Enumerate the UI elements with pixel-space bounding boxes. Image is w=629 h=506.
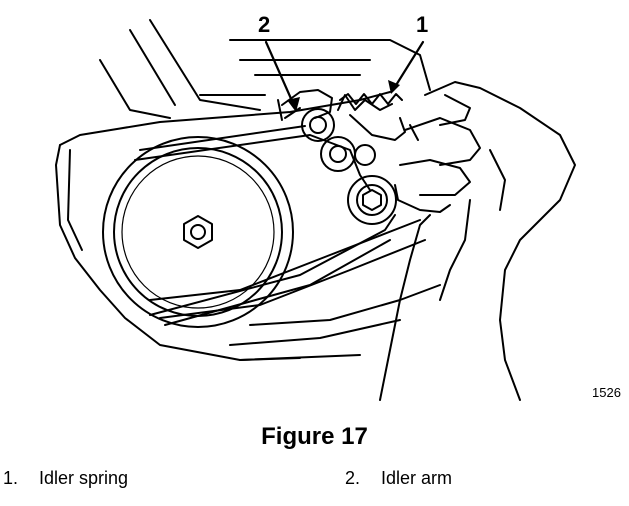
- idler-pulleys: [301, 108, 397, 225]
- lower-belt-guard: [149, 219, 441, 361]
- figure-id: 1526: [592, 385, 621, 400]
- legend-number: 1.: [3, 468, 19, 488]
- legend-label: Idler spring: [39, 468, 129, 488]
- idler-spring: [337, 93, 406, 141]
- idler-assembly-illustration: [55, 19, 576, 401]
- hand-illustration: [379, 81, 576, 401]
- figure-caption: Figure 17: [261, 423, 368, 450]
- callout-leaders: [264, 40, 425, 112]
- idler-arm: [277, 89, 333, 121]
- legend-item-idler-spring: 1. Idler spring: [3, 468, 128, 489]
- legend-item-idler-arm: 2. Idler arm: [345, 468, 452, 489]
- callout-number-1: 1: [416, 12, 429, 37]
- chassis-housing: [55, 19, 431, 361]
- legend-number: 2.: [345, 468, 361, 488]
- drive-belt: [134, 125, 396, 326]
- legend-label: Idler arm: [381, 468, 453, 488]
- callout-number-2: 2: [258, 12, 271, 37]
